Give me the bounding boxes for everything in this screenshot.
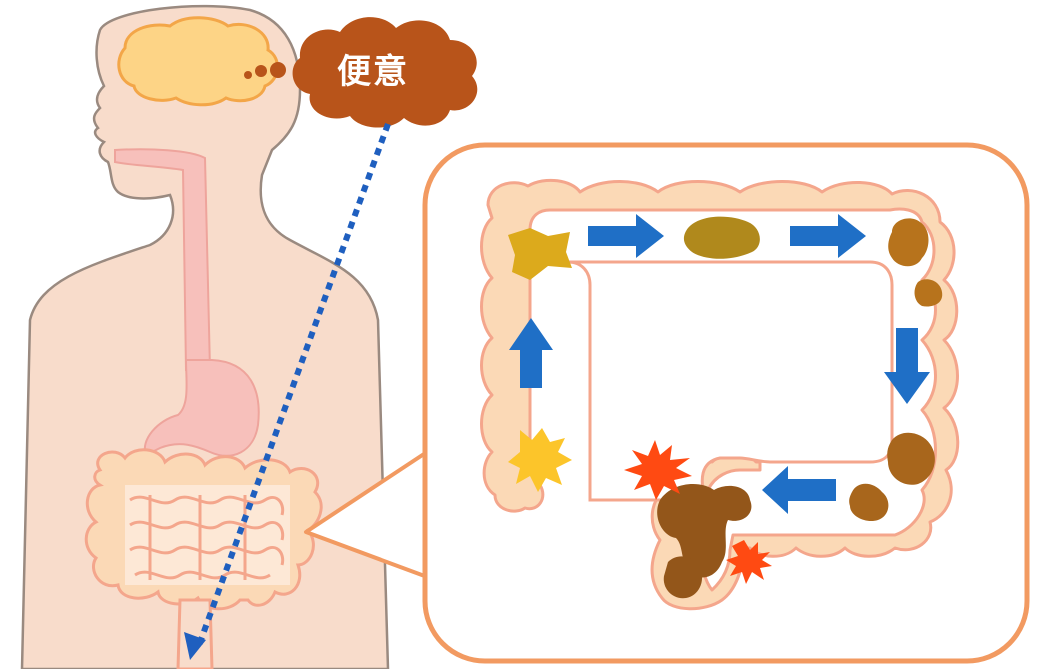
- thought-dot-large: [270, 62, 286, 78]
- stool-formed: [684, 217, 760, 259]
- thought-dot-small: [244, 71, 252, 79]
- rectum: [178, 600, 212, 669]
- thought-dot-medium: [255, 65, 267, 77]
- urge-label: 便意: [318, 38, 428, 98]
- brain-shape: [119, 18, 278, 105]
- body-large-intestine: [86, 450, 321, 609]
